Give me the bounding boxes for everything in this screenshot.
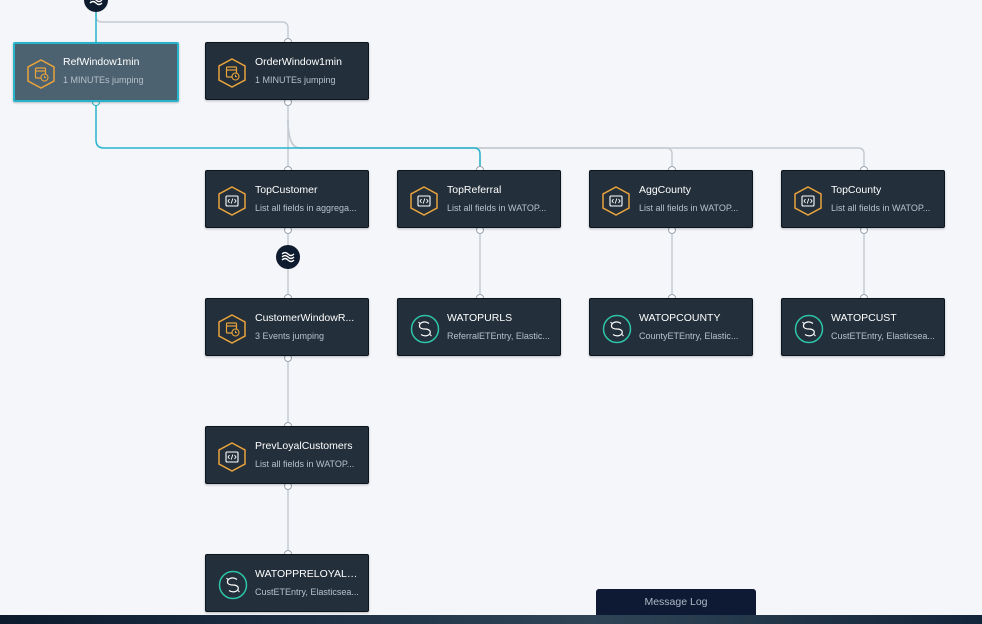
node-title: TopCounty [831,184,882,196]
node-title: CustomerWindowR... [255,312,355,324]
node-subtitle: CustETEntry, Elasticsea... [255,587,359,597]
elasticsearch-icon [218,570,248,600]
node-subtitle: ReferralETEntry, Elastic... [447,331,550,341]
node-subtitle: 1 MINUTEs jumping [63,75,144,85]
edge-orderwindow-topcounty [287,119,865,170]
node-aggcounty[interactable]: AggCounty List all fields in WATOP... [589,170,753,228]
node-subtitle: 3 Events jumping [255,331,325,341]
code-icon [218,186,246,216]
stream-badge-topcustomer[interactable] [276,245,300,269]
node-subtitle: CountyETEntry, Elastic... [639,331,739,341]
node-title: WATOPURLS [447,312,513,324]
node-orderwindow1min[interactable]: OrderWindow1min 1 MINUTEs jumping [205,42,369,100]
node-topcustomer[interactable]: TopCustomer List all fields in aggrega..… [205,170,369,228]
node-watopurls[interactable]: WATOPURLS ReferralETEntry, Elastic... [397,298,561,356]
node-customerwindow[interactable]: CustomerWindowR... 3 Events jumping [205,298,369,356]
node-title: AggCounty [639,184,691,196]
code-icon [794,186,822,216]
node-subtitle: List all fields in WATOP... [831,203,931,213]
node-topcounty[interactable]: TopCounty List all fields in WATOP... [781,170,945,228]
message-log-tab[interactable]: Message Log [596,589,756,615]
node-title: WATOPPRELOYALC... [255,568,363,580]
node-title: WATOPCOUNTY [639,312,721,324]
node-subtitle: List all fields in WATOP... [255,459,355,469]
node-title: WATOPCUST [831,312,897,324]
node-subtitle: 1 MINUTEs jumping [255,75,336,85]
node-subtitle: List all fields in aggrega... [255,203,357,213]
code-icon [602,186,630,216]
node-watoppreloyalc[interactable]: WATOPPRELOYALC... CustETEntry, Elasticse… [205,554,369,612]
stream-icon [89,0,103,6]
window-icon [218,58,246,88]
node-watopcounty[interactable]: WATOPCOUNTY CountyETEntry, Elastic... [589,298,753,356]
edge-refwindow-topreferral-out [95,102,481,170]
node-subtitle: CustETEntry, Elasticsea... [831,331,935,341]
code-icon [410,186,438,216]
node-title: TopCustomer [255,184,318,196]
node-watopcust[interactable]: WATOPCUST CustETEntry, Elasticsea... [781,298,945,356]
node-title: RefWindow1min [63,56,140,68]
elasticsearch-icon [794,314,824,344]
window-icon [218,314,246,344]
node-title: PrevLoyalCustomers [255,440,353,452]
elasticsearch-icon [602,314,632,344]
code-icon [218,442,246,472]
node-prevloyalcustomers[interactable]: PrevLoyalCustomers List all fields in WA… [205,426,369,484]
node-subtitle: List all fields in WATOP... [639,203,739,213]
edge-orderwindow-topreferral [287,119,481,170]
stream-badge-top[interactable] [84,0,108,12]
window-icon [27,59,55,89]
elasticsearch-icon [410,314,440,344]
node-refwindow1min[interactable]: RefWindow1min 1 MINUTEs jumping [13,42,179,102]
node-title: TopReferral [447,184,502,196]
node-title: OrderWindow1min [255,56,342,68]
node-topreferral[interactable]: TopReferral List all fields in WATOP... [397,170,561,228]
message-log-label: Message Log [644,596,708,608]
edge-source-orderwindow [95,8,289,42]
stream-icon [281,251,295,263]
bottom-bar [0,615,982,624]
node-subtitle: List all fields in WATOP... [447,203,547,213]
